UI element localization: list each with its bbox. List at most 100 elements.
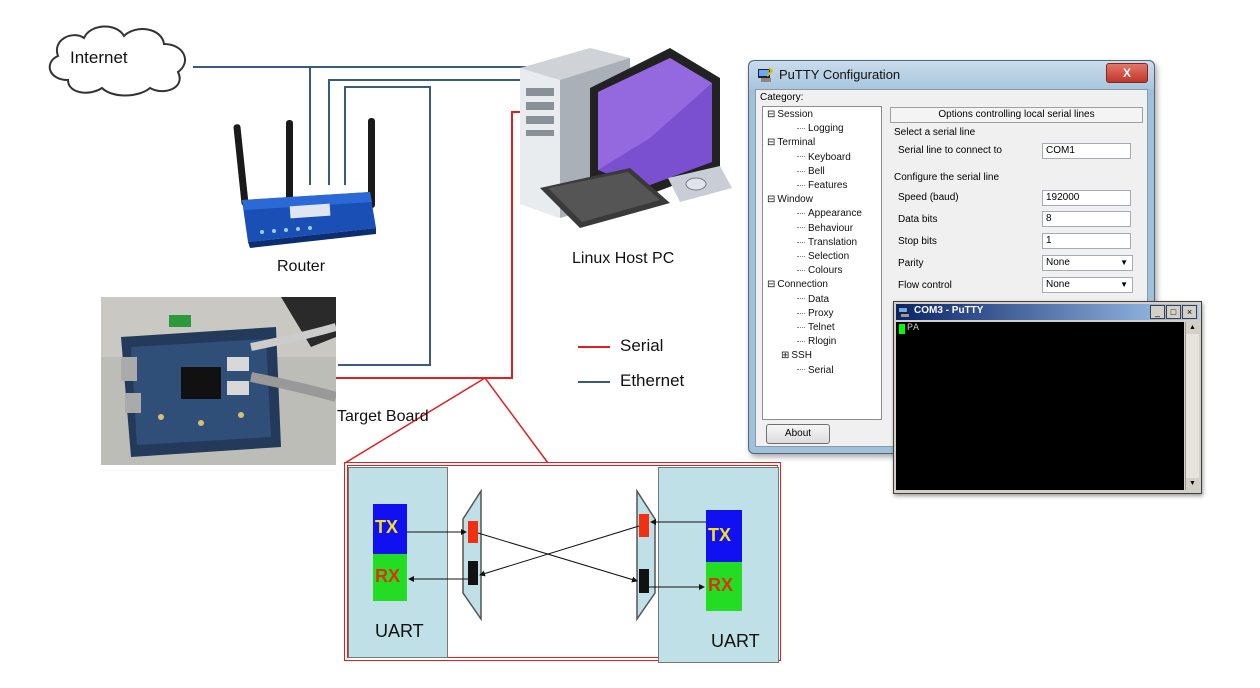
tree-item-telnet[interactable]: Telnet — [797, 322, 835, 333]
uart-left-tx-label: TX — [375, 517, 399, 537]
tree-connector — [797, 298, 805, 300]
terminal-scrollbar[interactable]: ▲ ▼ — [1185, 322, 1199, 490]
linux-host-pc-icon — [520, 48, 732, 228]
tree-item-behaviour[interactable]: Behaviour — [797, 223, 853, 234]
terminal-screen[interactable]: PA — [896, 322, 1184, 490]
minimize-button[interactable]: _ — [1150, 305, 1165, 319]
speed-input[interactable]: 192000 — [1042, 190, 1131, 206]
tree-connector — [797, 184, 805, 186]
tree-connector — [797, 255, 805, 257]
tree-item-terminal[interactable]: ⊟Terminal — [767, 137, 815, 148]
data-bits-label: Data bits — [898, 214, 938, 225]
flow-control-value: None — [1046, 279, 1070, 290]
uart-wiring — [407, 488, 706, 622]
scroll-up-arrow-icon[interactable]: ▲ — [1186, 322, 1199, 334]
parity-label: Parity — [898, 258, 924, 269]
panel-header: Options controlling local serial lines — [890, 107, 1143, 123]
tree-item-data[interactable]: Data — [797, 294, 829, 305]
tree-toggle-icon[interactable]: ⊟ — [767, 279, 776, 291]
tree-connector — [797, 170, 805, 172]
tree-item-label: Rlogin — [808, 336, 837, 348]
tree-item-proxy[interactable]: Proxy — [797, 308, 834, 319]
close-button[interactable]: X — [1106, 63, 1148, 83]
uart-right-tx-block — [706, 510, 742, 562]
terminal-titlebar[interactable]: COM3 - PuTTY _□× — [896, 304, 1199, 320]
maximize-button[interactable]: □ — [1166, 305, 1181, 319]
tree-connector — [797, 326, 805, 328]
router-label: Router — [277, 258, 326, 275]
stop-bits-input[interactable]: 1 — [1042, 233, 1131, 249]
tree-item-label: Features — [808, 180, 848, 191]
putty-titlebar[interactable]: PuTTY Configuration X — [749, 61, 1154, 89]
uart-right-rx-label: RX — [708, 575, 734, 595]
target-board-photo — [101, 297, 336, 465]
putty-config-window: PuTTY Configuration X Category: ⊟Session… — [748, 60, 1155, 454]
tree-item-colours[interactable]: Colours — [797, 265, 842, 276]
stop-bits-label: Stop bits — [898, 236, 937, 247]
tree-item-rlogin[interactable]: Rlogin — [797, 336, 836, 347]
tree-item-bell[interactable]: Bell — [797, 166, 825, 177]
flow-control-select[interactable]: None ▼ — [1042, 277, 1133, 293]
ethernet-lines — [193, 66, 532, 366]
terminal-output: PA — [907, 323, 920, 334]
flow-control-label: Flow control — [898, 280, 952, 291]
tree-item-label: Bell — [808, 165, 825, 177]
about-button[interactable]: About — [766, 424, 830, 444]
uart-right-rx-pin — [639, 569, 649, 593]
tree-connector — [797, 213, 805, 215]
parity-select[interactable]: None ▼ — [1042, 255, 1133, 271]
tree-item-translation[interactable]: Translation — [797, 237, 857, 248]
tree-item-serial[interactable]: Serial — [797, 365, 834, 376]
category-label: Category: — [760, 92, 804, 103]
ethernet-router-to-board — [338, 86, 431, 366]
tree-connector — [797, 128, 805, 130]
tree-connector — [797, 341, 805, 343]
tree-item-session[interactable]: ⊟Session — [767, 109, 813, 120]
tree-item-label: Keyboard — [808, 151, 851, 163]
data-bits-input[interactable]: 8 — [1042, 211, 1131, 227]
serial-line-label: Serial line to connect to — [898, 145, 1002, 156]
legend-serial-label: Serial — [620, 336, 664, 355]
tree-toggle-icon[interactable]: ⊞ — [781, 350, 790, 362]
uart-right-tx-pin — [639, 514, 649, 537]
tree-item-connection[interactable]: ⊟Connection — [767, 279, 828, 290]
uart-right-transceiver — [636, 488, 656, 622]
tree-toggle-icon[interactable]: ⊟ — [767, 194, 776, 206]
tree-item-ssh[interactable]: ⊞SSH — [781, 350, 812, 361]
uart-left-rx-block — [373, 554, 407, 601]
tree-item-label: Telnet — [808, 322, 835, 333]
scroll-down-arrow-icon[interactable]: ▼ — [1186, 478, 1199, 490]
parity-value: None — [1046, 257, 1070, 268]
uart-right-label: UART — [711, 631, 760, 651]
section-select-serial: Select a serial line — [894, 127, 976, 138]
tree-item-features[interactable]: Features — [797, 180, 847, 191]
tree-item-keyboard[interactable]: Keyboard — [797, 152, 851, 163]
chevron-down-icon: ▼ — [1120, 280, 1128, 289]
target-board-label: Target Board — [337, 408, 429, 425]
tree-item-label: Appearance — [808, 208, 862, 220]
close-button[interactable]: × — [1182, 305, 1197, 319]
tree-item-label: SSH — [791, 350, 812, 362]
tree-connector — [797, 312, 805, 314]
uart-left-label: UART — [375, 621, 424, 641]
internet-label: Internet — [70, 48, 128, 67]
uart-right-rx-block — [706, 562, 742, 611]
putty-title: PuTTY Configuration — [779, 67, 901, 82]
tree-item-appearance[interactable]: Appearance — [797, 208, 862, 219]
uart-left-transceiver — [462, 488, 482, 622]
serial-line-input[interactable]: COM1 — [1042, 143, 1131, 159]
ethernet-router-to-pc — [328, 79, 522, 185]
tree-item-window[interactable]: ⊟Window — [767, 194, 813, 205]
uart-diagram: TX RX UART TX RX UART — [344, 462, 781, 663]
section-configure-serial: Configure the serial line — [894, 172, 1000, 183]
tree-connector — [797, 369, 805, 371]
tree-toggle-icon[interactable]: ⊟ — [767, 109, 776, 120]
putty-app-icon — [898, 307, 909, 317]
chevron-down-icon: ▼ — [1120, 258, 1128, 267]
putty-app-icon — [758, 67, 773, 82]
tree-toggle-icon[interactable]: ⊟ — [767, 137, 776, 149]
tree-item-logging[interactable]: Logging — [797, 123, 844, 134]
tree-connector — [797, 156, 805, 158]
tree-item-selection[interactable]: Selection — [797, 251, 849, 262]
